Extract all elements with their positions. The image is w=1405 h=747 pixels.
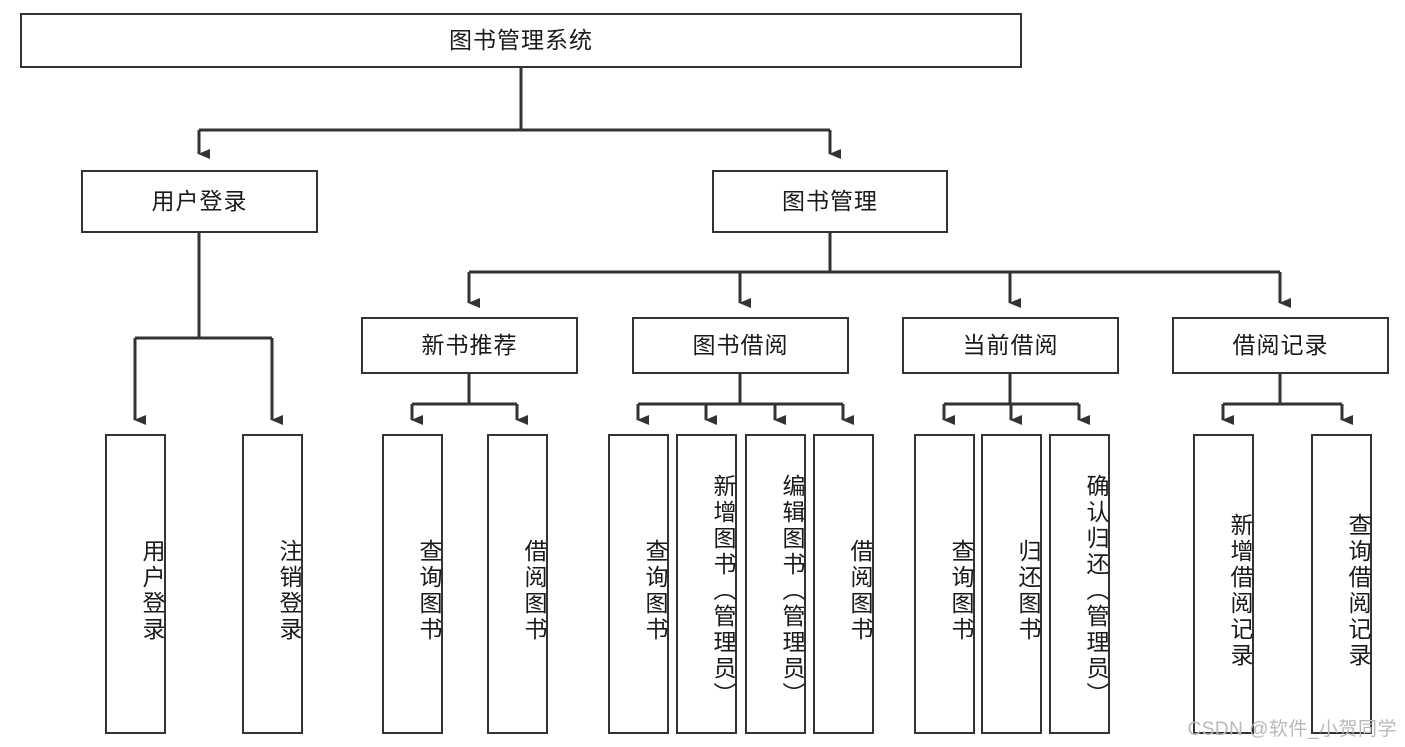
node-label: 确认归还（管理员） (1083, 474, 1109, 708)
leaf-confirm-return[interactable]: 确认归还（管理员） (1049, 434, 1110, 734)
node-label: 查询图书 (948, 539, 974, 643)
node-label: 图书管理 (782, 187, 878, 214)
node-label: 借阅图书 (847, 539, 873, 643)
leaf-borrow-book-recommend[interactable]: 借阅图书 (487, 434, 548, 734)
node-new-book-recommend[interactable]: 新书推荐 (361, 317, 578, 374)
leaf-query-book-current[interactable]: 查询图书 (914, 434, 975, 734)
node-label: 查询图书 (642, 539, 668, 643)
node-label: 新增图书（管理员） (710, 474, 736, 708)
node-label: 用户登录 (151, 187, 248, 214)
csdn-watermark: CSDN @软件_小贺同学 (1187, 719, 1397, 740)
node-label: 图书管理系统 (449, 26, 593, 53)
node-label: 借阅图书 (521, 539, 547, 643)
leaf-logout-login[interactable]: 注销登录 (242, 434, 303, 734)
node-label: 查询借阅记录 (1345, 513, 1371, 669)
node-user-login[interactable]: 用户登录 (81, 170, 318, 233)
node-label: 查询图书 (416, 539, 442, 643)
node-book-management-system[interactable]: 图书管理系统 (20, 13, 1022, 68)
leaf-query-borrow-record[interactable]: 查询借阅记录 (1311, 434, 1372, 734)
leaf-user-login[interactable]: 用户登录 (105, 434, 166, 734)
leaf-borrow-book[interactable]: 借阅图书 (813, 434, 874, 734)
node-label: 当前借阅 (962, 331, 1059, 358)
node-label: 编辑图书（管理员） (779, 474, 805, 708)
leaf-query-book-borrow[interactable]: 查询图书 (608, 434, 669, 734)
node-book-borrow[interactable]: 图书借阅 (632, 317, 849, 374)
node-label: 用户登录 (139, 539, 165, 643)
node-label: 图书借阅 (692, 331, 789, 358)
node-label: 新书推荐 (421, 331, 518, 358)
leaf-return-book[interactable]: 归还图书 (981, 434, 1042, 734)
leaf-edit-book[interactable]: 编辑图书（管理员） (745, 434, 806, 734)
node-label: 新增借阅记录 (1227, 513, 1253, 669)
leaf-add-borrow-record[interactable]: 新增借阅记录 (1193, 434, 1254, 734)
node-label: 归还图书 (1015, 539, 1041, 643)
node-current-borrow[interactable]: 当前借阅 (902, 317, 1119, 374)
node-book-management[interactable]: 图书管理 (712, 170, 948, 233)
leaf-add-book[interactable]: 新增图书（管理员） (676, 434, 737, 734)
leaf-query-book-recommend[interactable]: 查询图书 (382, 434, 443, 734)
node-label: 注销登录 (276, 539, 302, 643)
node-borrow-record[interactable]: 借阅记录 (1172, 317, 1389, 374)
node-label: 借阅记录 (1232, 331, 1329, 358)
